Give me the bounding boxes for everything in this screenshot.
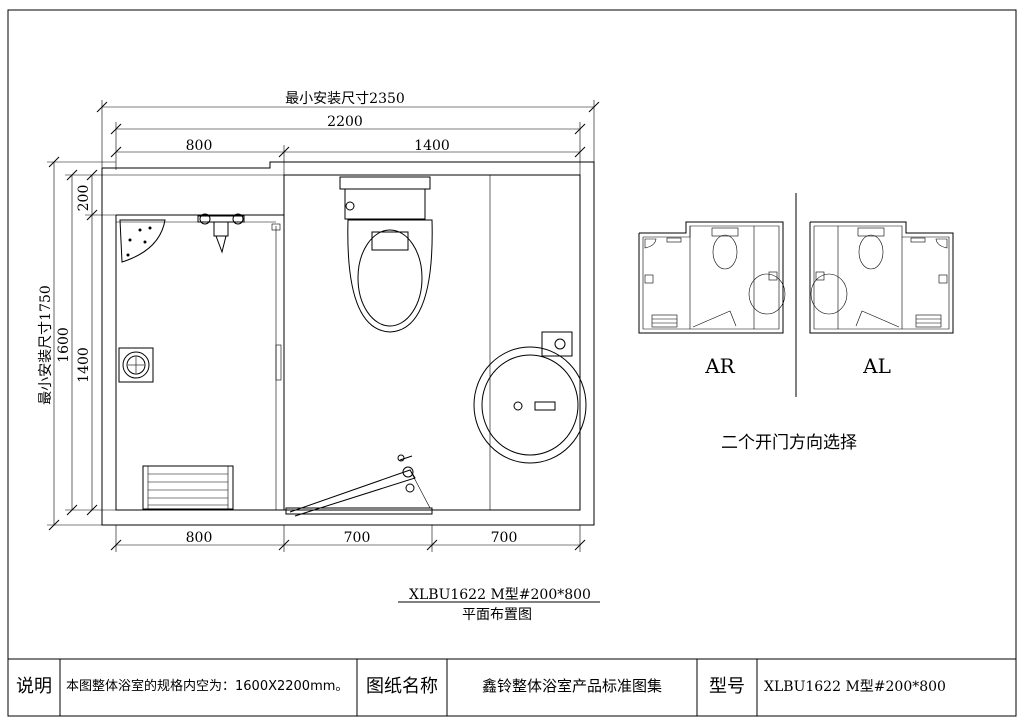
title-model-value: XLBU1622 M型#200*800 bbox=[764, 679, 946, 695]
title-desc-text: 本图整体浴室的规格内空为：1600X2200mm。 bbox=[66, 678, 348, 694]
dim-height-1600: 1600 bbox=[56, 327, 72, 363]
plan-model: XLBU1622 M型#200*800 bbox=[409, 587, 591, 603]
top-dimensions bbox=[96, 100, 600, 178]
towel-rack bbox=[142, 465, 234, 510]
toilet bbox=[339, 176, 433, 333]
corner-shelf bbox=[119, 219, 166, 263]
left-dimensions bbox=[47, 156, 284, 531]
variant-ar-label: AR bbox=[704, 354, 735, 378]
variant-al-label: AL bbox=[862, 354, 891, 378]
title-drawing-name: 鑫铃整体浴室产品标准图集 bbox=[482, 677, 662, 695]
dim-bottom-right: 700 bbox=[491, 530, 518, 546]
floor-drain bbox=[118, 347, 154, 383]
sheet-border bbox=[7, 9, 1017, 717]
sliding-door bbox=[285, 454, 433, 517]
bottom-dimensions bbox=[110, 525, 586, 552]
dim-bottom-left: 800 bbox=[186, 530, 213, 546]
title-desc-label: 说明 bbox=[16, 676, 52, 697]
title-model-label: 型号 bbox=[709, 676, 745, 697]
title-block bbox=[8, 658, 1016, 716]
shower-faucet bbox=[197, 213, 245, 254]
dim-left-width: 800 bbox=[186, 138, 213, 154]
wash-basin bbox=[473, 331, 587, 464]
floor-plan bbox=[101, 161, 595, 526]
dim-overall-width: 2200 bbox=[327, 114, 363, 130]
dim-top-offset: 200 bbox=[76, 185, 92, 212]
variant-al-plan bbox=[809, 221, 954, 334]
dim-right-width: 1400 bbox=[414, 138, 450, 154]
dim-bottom-mid: 700 bbox=[344, 530, 371, 546]
plan-caption: 平面布置图 bbox=[462, 607, 532, 623]
variant-ar-plan bbox=[638, 221, 786, 334]
dim-min-install-height: 最小安装尺寸1750 bbox=[38, 285, 54, 405]
variant-note: 二个开门方向选择 bbox=[721, 433, 857, 453]
dim-height-1400: 1400 bbox=[76, 347, 92, 383]
dim-min-install-width: 最小安装尺寸2350 bbox=[285, 91, 405, 107]
title-drawing-name-label: 图纸名称 bbox=[366, 676, 438, 697]
